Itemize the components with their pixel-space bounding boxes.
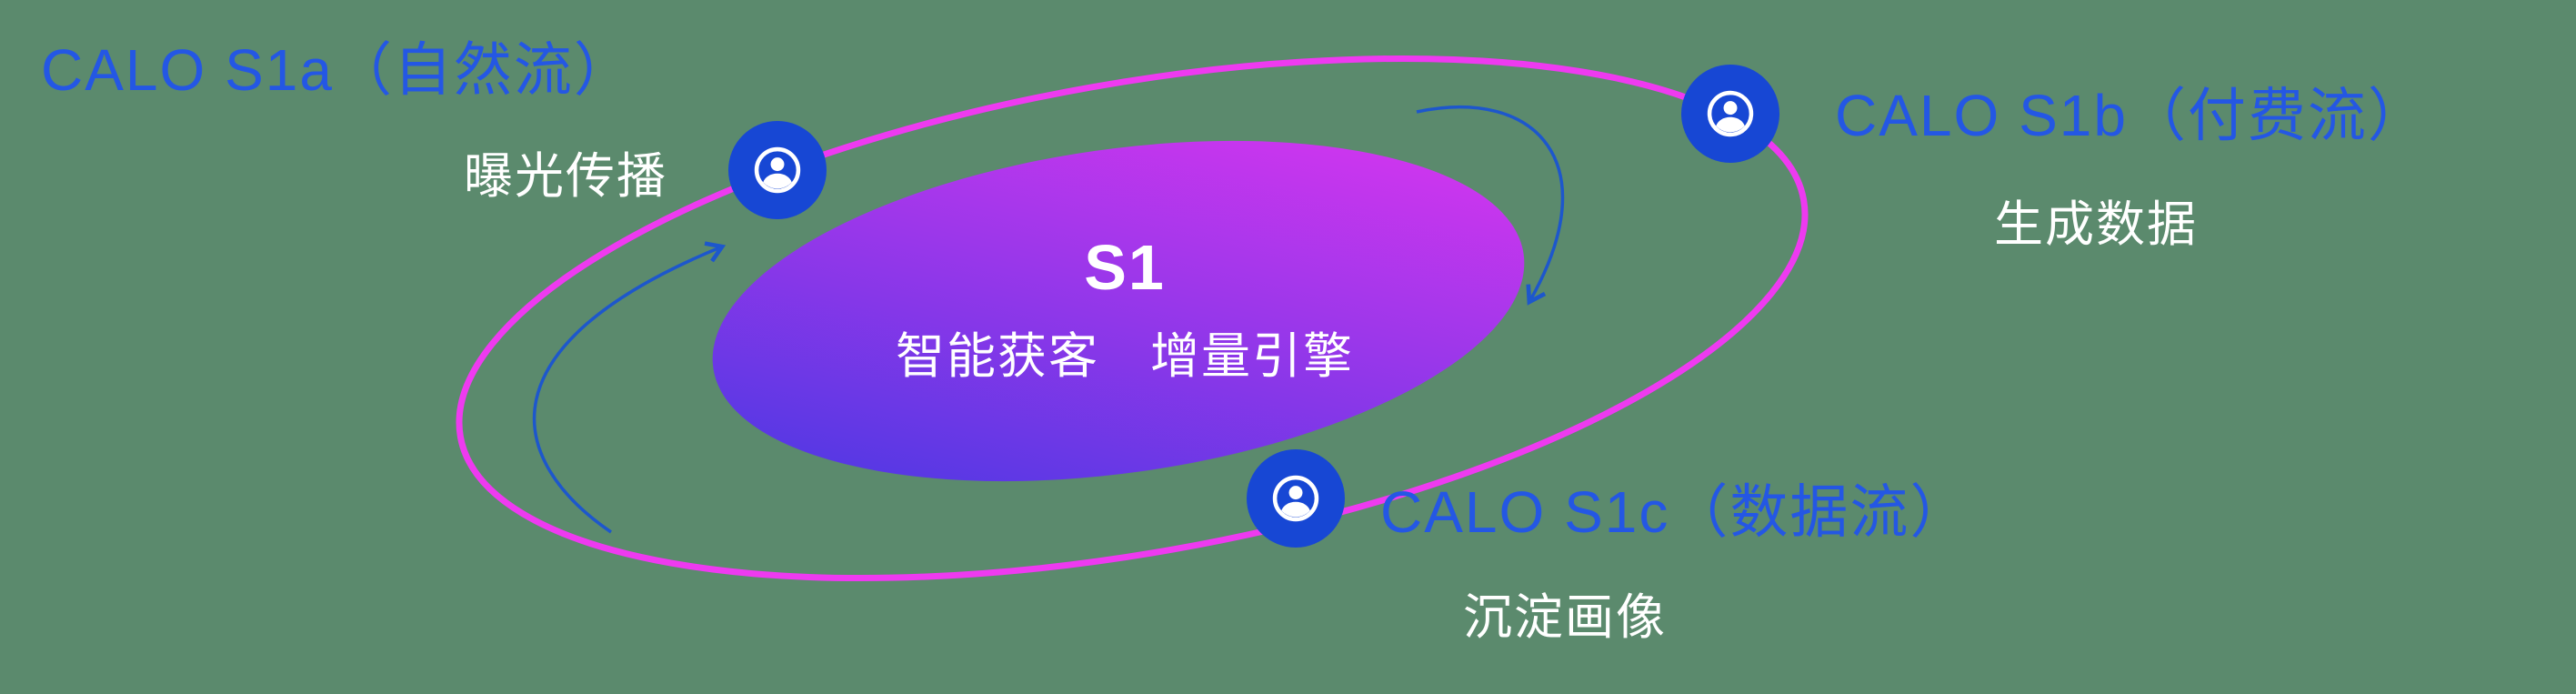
label-s1c: CALO S1c（数据流） (1380, 479, 1970, 545)
flow-arrow-right (1416, 106, 1565, 306)
flow-arrow-left (533, 241, 727, 534)
node-icon-s1c (1247, 449, 1345, 548)
core-subtitle: 智能获客 增量引擎 (896, 329, 1354, 384)
core-title: S1 (1084, 232, 1166, 303)
orbit-ring (456, 55, 1809, 582)
person-icon (1272, 475, 1319, 522)
core-gradient-ellipse (712, 140, 1525, 482)
person-icon (1707, 90, 1754, 137)
label-s1a: CALO S1a（自然流） (41, 37, 634, 103)
core-text-block: S1 智能获客 增量引擎 (716, 233, 1534, 387)
sublabel-s1a: 曝光传播 (464, 149, 667, 204)
person-icon (754, 146, 801, 194)
node-icon-s1b (1681, 65, 1779, 163)
sublabel-s1b: 生成数据 (1994, 197, 2198, 252)
node-icon-s1a (728, 121, 827, 219)
sublabel-s1c: 沉淀画像 (1463, 590, 1667, 645)
label-s1b: CALO S1b（付费流） (1835, 83, 2428, 148)
